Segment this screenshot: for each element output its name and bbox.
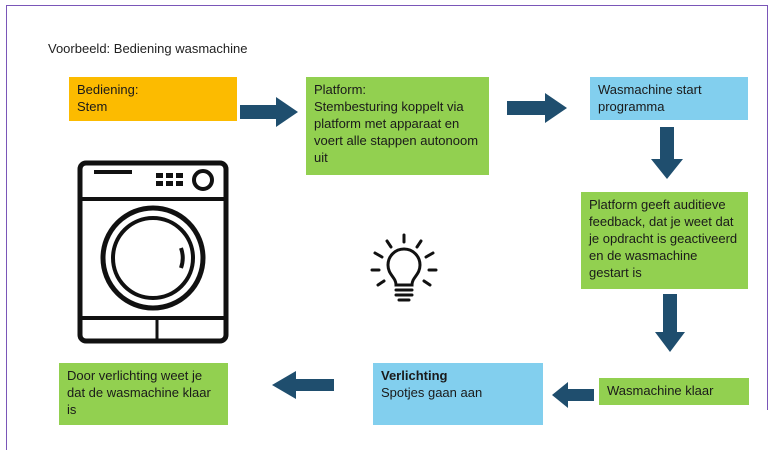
arrow-down-2	[655, 294, 685, 352]
lightbulb-icon	[370, 233, 438, 302]
box-bediening-text: Stem	[77, 99, 108, 114]
arrow-down-1	[651, 127, 683, 179]
box-platform-text: Stembesturing koppelt via platform met a…	[314, 99, 479, 165]
box-wasmachine-klaar: Wasmachine klaar	[599, 378, 749, 405]
box-verlichting-text: Spotjes gaan aan	[381, 385, 483, 400]
box-door-verlichting-text: Door verlichting weet je dat de wasmachi…	[67, 368, 211, 417]
page-title: Voorbeeld: Bediening wasmachine	[48, 41, 248, 56]
arrow-left-2	[272, 371, 334, 399]
box-verlichting: Verlichting Spotjes gaan aan	[373, 363, 543, 425]
arrow-right-1	[240, 97, 298, 127]
box-wasmachine-start: Wasmachine start programma	[590, 77, 748, 120]
box-platform: Platform: Stembesturing koppelt via plat…	[306, 77, 489, 175]
box-wasmachine-start-text: Wasmachine start programma	[598, 82, 702, 114]
box-bediening-heading: Bediening:	[77, 82, 139, 97]
arrow-left-1	[552, 382, 594, 408]
box-door-verlichting: Door verlichting weet je dat de wasmachi…	[59, 363, 228, 425]
box-verlichting-heading: Verlichting	[381, 368, 448, 383]
slide-frame-edge	[6, 410, 7, 450]
box-bediening: Bediening: Stem	[69, 77, 237, 121]
box-wasmachine-klaar-text: Wasmachine klaar	[607, 383, 714, 398]
arrow-right-2	[507, 93, 567, 123]
box-feedback-text: Platform geeft auditieve feedback, dat j…	[589, 197, 738, 280]
box-platform-heading: Platform:	[314, 82, 367, 97]
slide-frame	[6, 5, 768, 410]
washing-machine-icon	[77, 160, 229, 344]
box-feedback: Platform geeft auditieve feedback, dat j…	[581, 192, 748, 289]
